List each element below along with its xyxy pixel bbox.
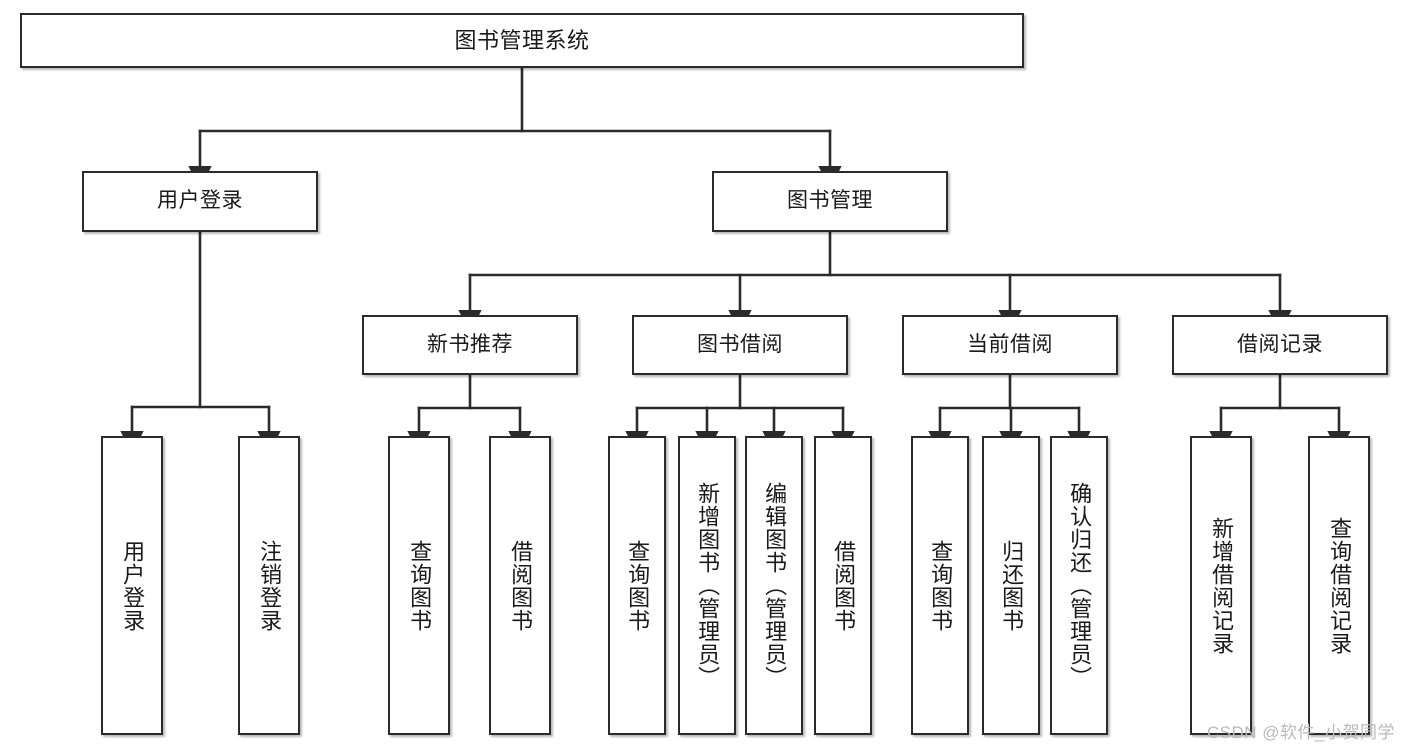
node-label: 注销登录 [257,539,283,632]
node-leaf-edit-book[interactable]: 编辑图书（管理员） [745,436,803,735]
node-label: 用户登录 [157,189,243,213]
node-book-management[interactable]: 图书管理 [712,171,948,232]
node-leaf-return-book[interactable]: 归还图书 [982,436,1040,735]
node-leaf-user-login[interactable]: 用户登录 [101,436,163,735]
node-label: 借阅图书 [831,539,857,632]
node-label: 查询图书 [625,539,651,632]
node-root[interactable]: 图书管理系统 [20,13,1024,68]
node-label: 新增图书（管理员） [695,482,721,689]
node-leaf-borrow-book[interactable]: 借阅图书 [814,436,872,735]
node-label: 用户登录 [120,539,146,632]
node-label: 图书借阅 [697,332,783,356]
node-label: 确认归还（管理员） [1067,482,1093,689]
node-label: 新增借阅记录 [1209,516,1235,655]
node-leaf-add-record[interactable]: 新增借阅记录 [1190,436,1252,735]
node-label: 归还图书 [999,539,1025,632]
node-label: 查询图书 [407,539,433,632]
node-leaf-query-book-borrow[interactable]: 查询图书 [608,436,666,735]
node-label: 编辑图书（管理员） [762,482,788,689]
node-borrow-record[interactable]: 借阅记录 [1172,315,1388,375]
node-label: 借阅图书 [508,539,534,632]
node-new-book-recommend[interactable]: 新书推荐 [362,315,578,375]
node-leaf-logout[interactable]: 注销登录 [238,436,300,735]
node-current-borrow[interactable]: 当前借阅 [902,315,1118,375]
node-leaf-add-book[interactable]: 新增图书（管理员） [678,436,736,735]
node-leaf-query-book-rec[interactable]: 查询图书 [388,436,450,735]
node-label: 借阅记录 [1237,332,1323,356]
node-book-borrow[interactable]: 图书借阅 [632,315,848,375]
node-label: 新书推荐 [427,332,513,356]
node-leaf-query-book-cur[interactable]: 查询图书 [911,436,969,735]
node-label: 查询借阅记录 [1327,516,1353,655]
node-label: 查询图书 [928,539,954,632]
node-leaf-confirm-return[interactable]: 确认归还（管理员） [1050,436,1108,735]
node-leaf-borrow-book-rec[interactable]: 借阅图书 [489,436,551,735]
node-label: 图书管理 [787,189,873,213]
node-label: 图书管理系统 [454,27,590,53]
node-user-login[interactable]: 用户登录 [82,171,318,232]
node-leaf-query-record[interactable]: 查询借阅记录 [1308,436,1370,735]
watermark-text: CSDN @软件_小贺同学 [1206,723,1395,742]
node-label: 当前借阅 [967,332,1053,356]
